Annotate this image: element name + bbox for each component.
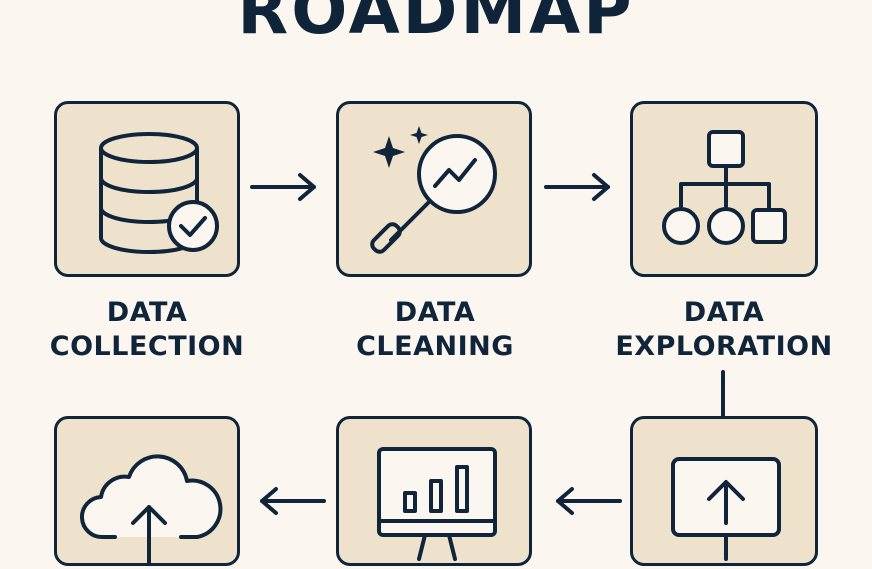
step-box-bar-chart	[336, 416, 532, 566]
bar-chart-monitor-icon	[377, 447, 497, 561]
arrow-right-icon	[250, 173, 316, 201]
hierarchy-icon	[662, 130, 787, 245]
step-label-line: EXPLORATION	[615, 331, 833, 362]
roadmap-title: ROADMAP	[237, 0, 635, 49]
step-box-data-cleaning	[336, 101, 532, 277]
arrow-right-icon	[544, 173, 610, 201]
arrow-left-icon	[556, 487, 622, 515]
step-label-line: CLEANING	[356, 331, 514, 362]
step-label-line: DATA	[394, 297, 476, 328]
step-label-line: COLLECTION	[49, 331, 245, 362]
step-label-data-collection: DATA COLLECTION	[32, 296, 262, 364]
magnifier-sparkle-icon	[370, 126, 497, 254]
step-label-data-cleaning: DATA CLEANING	[320, 296, 550, 364]
step-box-monitor-upload	[630, 416, 818, 566]
monitor-upload-icon	[671, 457, 781, 561]
database-check-icon	[99, 132, 219, 254]
step-box-data-collection	[54, 101, 240, 277]
step-box-data-exploration	[630, 101, 818, 277]
step-label-data-exploration: DATA EXPLORATION	[604, 296, 844, 364]
connector-line	[721, 370, 725, 418]
cloud-upload-icon	[79, 454, 223, 565]
arrow-left-icon	[260, 487, 326, 515]
step-label-line: DATA	[683, 297, 765, 328]
step-label-line: DATA	[106, 297, 188, 328]
step-box-cloud-upload	[54, 416, 240, 566]
